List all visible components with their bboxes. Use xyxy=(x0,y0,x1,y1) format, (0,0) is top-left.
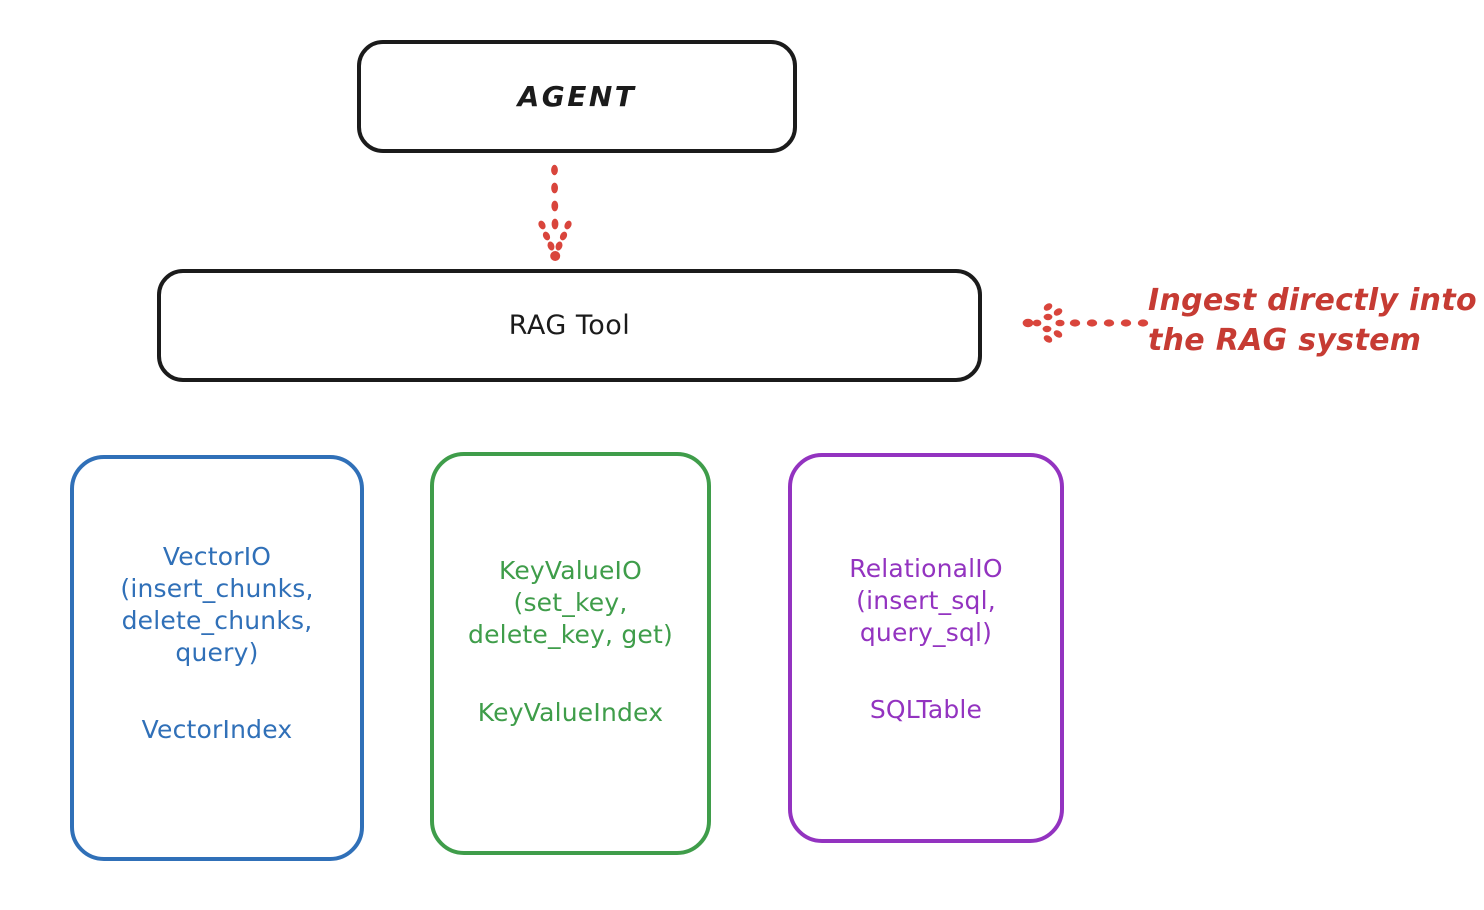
node-agent[interactable]: AGENT xyxy=(357,40,797,153)
node-key-value-io[interactable]: KeyValueIO (set_key, delete_key, get) Ke… xyxy=(430,452,711,855)
node-relational-io[interactable]: RelationalIO (insert_sql, query_sql) SQL… xyxy=(788,453,1064,843)
node-agent-label: AGENT xyxy=(517,80,637,113)
node-vector-io[interactable]: VectorIO (insert_chunks, delete_chunks, … xyxy=(70,455,364,861)
node-vector-io-index-label: VectorIndex xyxy=(141,715,293,744)
node-relational-io-api-label: RelationalIO (insert_sql, query_sql) xyxy=(849,554,1003,647)
annotation-ingest-directly: Ingest directly into the RAG system xyxy=(1148,283,1477,358)
node-key-value-io-index-label: KeyValueIndex xyxy=(477,698,664,727)
node-vector-io-api-label: VectorIO (insert_chunks, delete_chunks, … xyxy=(120,542,314,667)
node-rag-tool[interactable]: RAG Tool xyxy=(157,269,982,382)
node-rag-tool-label: RAG Tool xyxy=(508,310,631,341)
connector-ingest-to-rag-tool xyxy=(1022,303,1149,343)
connector-agent-to-rag-tool xyxy=(538,164,572,261)
node-key-value-io-api-label: KeyValueIO (set_key, delete_key, get) xyxy=(468,556,673,649)
node-relational-io-index-label: SQLTable xyxy=(869,695,983,724)
